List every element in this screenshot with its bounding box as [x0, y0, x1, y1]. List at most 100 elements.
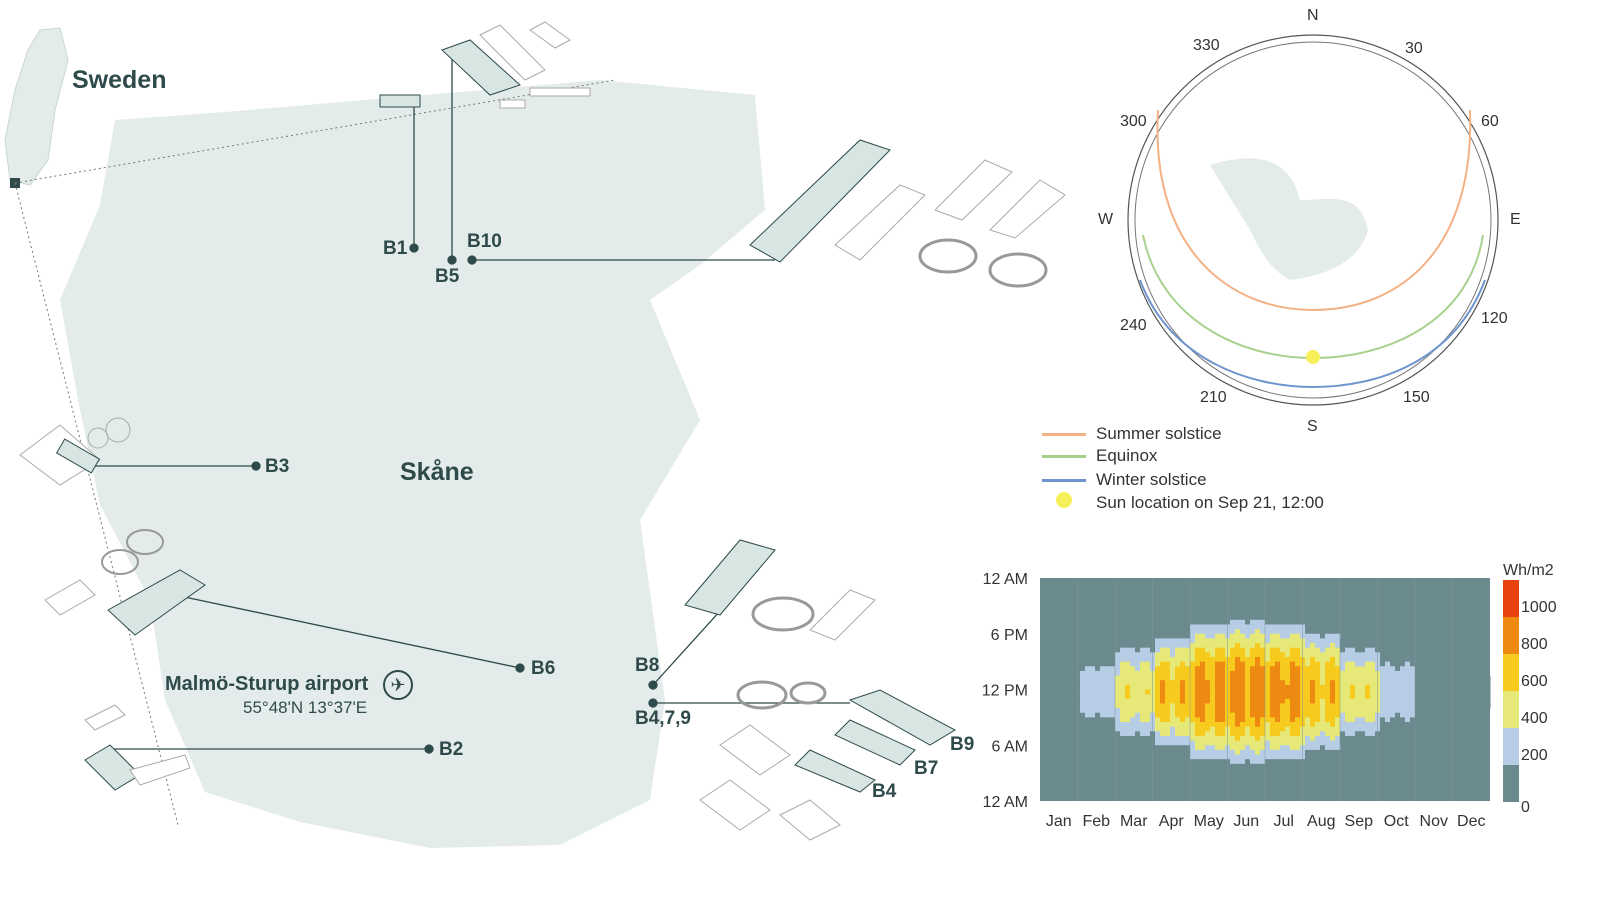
heatmap-cell	[1410, 666, 1416, 672]
heatmap-cell	[1325, 698, 1331, 704]
heatmap-cell	[1135, 638, 1141, 644]
heatmap-cell	[1360, 712, 1366, 718]
heatmap-cell	[1365, 661, 1371, 667]
heatmap-cell	[1340, 656, 1346, 663]
heatmap-cell	[1080, 684, 1086, 690]
heatmap-cell	[1295, 670, 1301, 677]
heatmap-cell	[1250, 712, 1256, 718]
colorbar-segment	[1503, 691, 1519, 728]
heatmap-cell	[1145, 647, 1151, 653]
heatmap-cell	[1215, 670, 1221, 677]
heatmap-cell	[1145, 643, 1151, 649]
heatmap-cell	[1090, 666, 1096, 672]
leader-lines	[85, 50, 850, 754]
heatmap-cell	[1155, 703, 1161, 709]
heatmap-cell	[1200, 624, 1206, 630]
heatmap-cell	[1320, 656, 1326, 663]
heatmap-cell	[1125, 735, 1131, 742]
heatmap-cell	[1350, 684, 1356, 690]
heatmap-cell	[1205, 661, 1211, 667]
heatmap-cell	[1275, 726, 1281, 732]
heatmap-cell	[1335, 661, 1341, 667]
heatmap-cell	[1250, 717, 1256, 723]
heatmap-cell	[1440, 689, 1446, 695]
heatmap-cell	[1265, 759, 1271, 765]
heatmap-cell	[1435, 680, 1441, 686]
heatmap-cell	[1285, 615, 1291, 621]
heatmap-cell	[1205, 759, 1211, 765]
heatmap-cell	[1285, 675, 1291, 681]
heatmap-cell	[1330, 749, 1336, 756]
heatmap-cell	[1315, 684, 1321, 690]
heatmap-cell	[1260, 647, 1266, 653]
heatmap-cell	[1190, 745, 1196, 751]
heatmap-cell	[1100, 661, 1106, 667]
heatmap-cell	[1265, 763, 1271, 769]
heatmap-cell	[1295, 633, 1301, 639]
heatmap-cell	[1395, 656, 1401, 663]
heatmap-cell	[1220, 703, 1226, 709]
heatmap-cell	[1275, 735, 1281, 742]
heatmap-cell	[1325, 726, 1331, 732]
heatmap-cell	[1260, 745, 1266, 751]
heatmap-cell	[1165, 684, 1171, 690]
heatmap-cell	[1310, 749, 1316, 756]
heatmap-cell	[1175, 749, 1181, 756]
heatmap-cell	[1190, 675, 1196, 681]
x-tick-label: Oct	[1384, 813, 1409, 830]
heatmap-cell	[1045, 694, 1051, 700]
heatmap-cell	[1115, 675, 1121, 681]
heatmap-cell	[1210, 615, 1216, 621]
heatmap-cell	[1410, 647, 1416, 653]
heatmap-cell	[1350, 731, 1356, 737]
heatmap-cell	[1360, 722, 1366, 728]
heatmap-cell	[1180, 703, 1186, 709]
heatmap-cell	[1285, 759, 1291, 765]
heatmap-cell	[1170, 749, 1176, 756]
heatmap-cell	[1400, 712, 1406, 718]
heatmap-cell	[1230, 722, 1236, 728]
heatmap-cell	[1215, 656, 1221, 663]
heatmap-cell	[1360, 680, 1366, 686]
compass-n: N	[1307, 7, 1319, 24]
heatmap-cell	[1215, 749, 1221, 756]
heatmap-cell	[1420, 698, 1426, 704]
heatmap-cell	[1200, 712, 1206, 718]
heatmap-cell	[1330, 675, 1336, 681]
heatmap-cell	[1265, 633, 1271, 639]
heatmap-cell	[1110, 694, 1116, 700]
heatmap-cell	[1385, 689, 1391, 695]
legend-winter: Winter solstice	[1042, 470, 1207, 490]
colorbar-segment	[1503, 617, 1519, 654]
heatmap-cell	[1180, 638, 1186, 644]
heatmap-cell	[1280, 717, 1286, 723]
heatmap-cell	[1265, 619, 1271, 625]
heatmap-cell	[1265, 694, 1271, 700]
heatmap-cell	[1055, 680, 1061, 686]
heatmap-cell	[1325, 633, 1331, 639]
heatmap-cell	[1320, 643, 1326, 649]
heatmap-cell	[1310, 717, 1316, 723]
heatmap-cell	[1095, 680, 1101, 686]
heatmap-cell	[1160, 694, 1166, 700]
heatmap-cell	[1165, 643, 1171, 649]
y-tick-label: 12 AM	[983, 794, 1028, 811]
heatmap-cell	[1090, 656, 1096, 663]
heatmap-cell	[1200, 731, 1206, 737]
heatmap-cell	[1435, 684, 1441, 690]
heatmap-cell	[1160, 722, 1166, 728]
heatmap-cell	[1430, 675, 1436, 681]
heatmap-cell	[1255, 763, 1261, 769]
heatmap-cell	[1335, 717, 1341, 723]
heatmap-cell	[1270, 708, 1276, 714]
heatmap-cell	[1420, 684, 1426, 690]
heatmap-cell	[1190, 749, 1196, 756]
heatmap-cell	[1185, 703, 1191, 709]
heatmap-cell	[1395, 726, 1401, 732]
heatmap-cell	[1325, 717, 1331, 723]
heatmap-cell	[1255, 666, 1261, 672]
heatmap-cell	[1140, 638, 1146, 644]
heatmap-cell	[1250, 735, 1256, 742]
heatmap-cell	[1205, 633, 1211, 639]
